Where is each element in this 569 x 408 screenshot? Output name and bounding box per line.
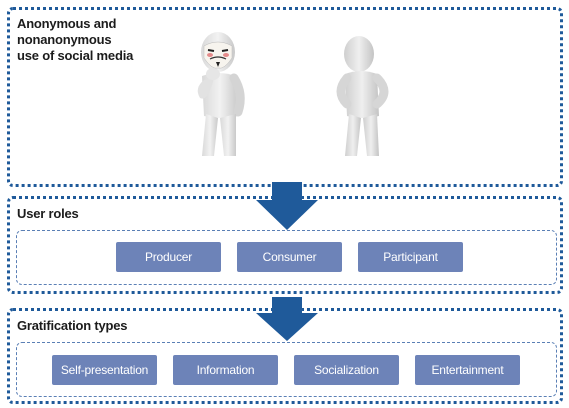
down-arrow-icon [256,297,318,341]
gratification-self-presentation: Self-presentation [52,355,157,385]
gratification-entertainment: Entertainment [415,355,520,385]
gratification-title: Gratification types [17,318,128,333]
gratification-information: Information [173,355,278,385]
anonymity-title-line-3: use of social media [17,48,134,63]
anonymity-title-line-1: Anonymous and [17,16,117,31]
anonymity-title-line-2: nonanonymous [17,32,112,47]
gratification-panel [7,308,563,404]
role-consumer: Consumer [237,242,342,272]
gratification-socialization: Socialization [294,355,399,385]
anonymity-title: Anonymous and nonanonymous use of social… [17,16,177,64]
role-participant: Participant [358,242,463,272]
gratification-inner-frame [16,342,557,397]
user-roles-title: User roles [17,206,79,221]
user-roles-inner-frame [16,230,557,285]
down-arrow-icon [256,182,318,230]
person-figure-icon [336,36,389,156]
user-roles-panel [7,196,563,294]
role-producer: Producer [116,242,221,272]
masked-person-figure-icon [197,32,245,156]
